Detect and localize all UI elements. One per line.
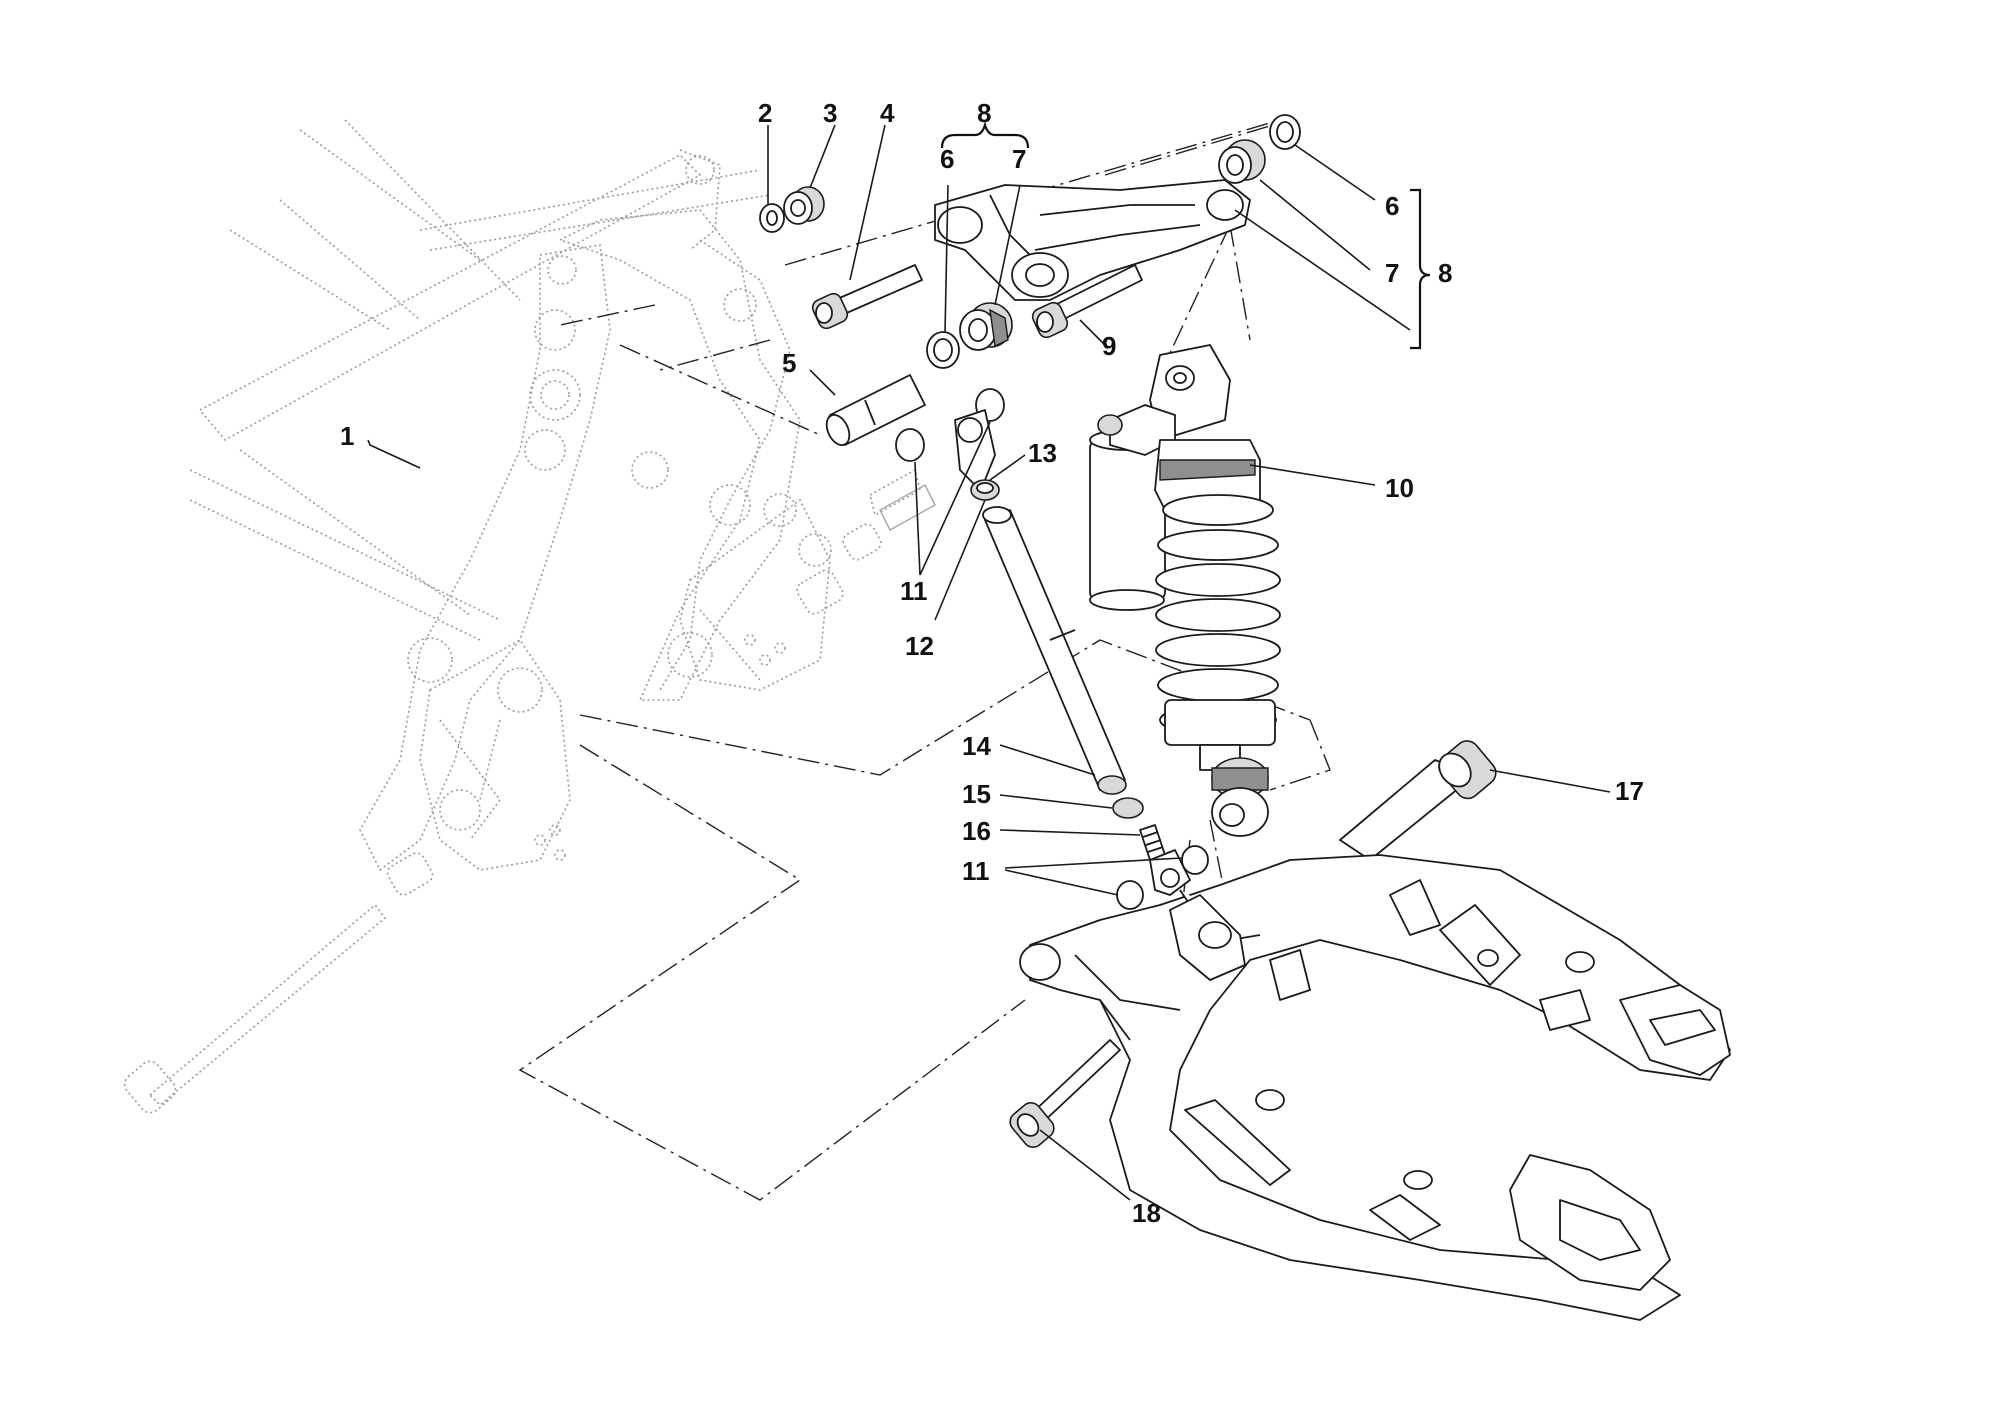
bolt-18: [1009, 1039, 1121, 1148]
callout-18: 18: [1132, 1198, 1161, 1228]
callout-9: 9: [1102, 331, 1116, 361]
seal-6-right: [1269, 114, 1301, 150]
bolt-9: [1031, 264, 1143, 339]
bushing-11-lower: [1116, 845, 1209, 910]
swingarm: [1019, 854, 1731, 1321]
callout-3: 3: [823, 98, 837, 128]
spacer-5: [825, 374, 926, 447]
bushing-3: [783, 186, 825, 225]
callout-labels: 1 2 3 4 8 6 7 5 9 6 7 8 10 11 12 13 14 1…: [340, 98, 1644, 1228]
frame-ghost: [123, 119, 921, 1114]
callout-16: 16: [962, 816, 991, 846]
callout-10: 10: [1385, 473, 1414, 503]
callout-6-top: 6: [940, 144, 954, 174]
rocker-arm: [934, 179, 1251, 301]
bearing-7-right: [1218, 139, 1266, 184]
bearing-7-left: [959, 302, 1013, 351]
seal-6-left: [926, 331, 960, 369]
washer-2: [759, 203, 785, 233]
callout-15: 15: [962, 779, 991, 809]
linkage-eye-bottom: [1149, 849, 1191, 896]
callout-8-top: 8: [977, 98, 991, 128]
threaded-stud-ghost: [879, 484, 936, 531]
callout-4: 4: [880, 98, 895, 128]
callout-13: 13: [1028, 438, 1057, 468]
callout-11-lower: 11: [962, 856, 990, 886]
callout-11-upper: 11: [900, 576, 928, 606]
nut-15: [1112, 797, 1144, 819]
callout-7-right: 7: [1385, 258, 1399, 288]
callout-17: 17: [1615, 776, 1644, 806]
leader-lines: [367, 124, 1611, 1201]
bolt-17: [1339, 740, 1497, 861]
callout-14: 14: [962, 731, 991, 761]
shock-absorber: [1089, 344, 1281, 837]
brace-right-8: [1410, 188, 1431, 350]
pushrod-14: [982, 506, 1127, 795]
callout-5: 5: [782, 348, 796, 378]
bolt-4: [811, 264, 923, 330]
callout-7-top: 7: [1012, 144, 1026, 174]
callout-6-right: 6: [1385, 191, 1399, 221]
nut-13: [970, 479, 1000, 501]
callout-1: 1: [340, 421, 354, 451]
callout-2: 2: [758, 98, 772, 128]
brace-top-8: [940, 121, 1030, 149]
spring: [1155, 494, 1281, 746]
callout-12: 12: [905, 631, 934, 661]
callout-8-right: 8: [1438, 258, 1452, 288]
